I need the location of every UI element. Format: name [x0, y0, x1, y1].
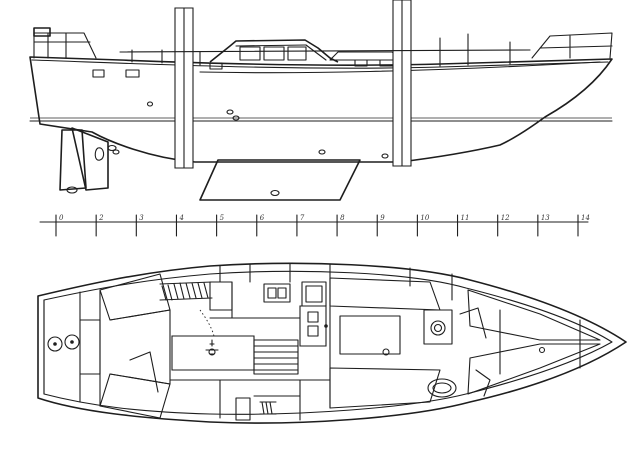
stern-pulpit [34, 33, 96, 58]
hull-port-1 [93, 70, 104, 77]
deck-hatch-3 [210, 63, 222, 69]
deck-outline [38, 263, 626, 423]
table-leg [383, 349, 389, 355]
galley-sink [264, 284, 290, 302]
scale-tick-label: 3 [139, 214, 144, 222]
window-3 [288, 47, 306, 60]
v-berth-starboard [468, 344, 600, 394]
hull-outline [30, 57, 612, 162]
scale-tick-label: 13 [541, 214, 550, 222]
toilet [431, 321, 445, 335]
toe-rail [200, 62, 600, 73]
hull-fitting-5 [382, 154, 388, 158]
scale-tick-label: 12 [501, 214, 510, 222]
deck-inner [44, 271, 612, 414]
accommodation-plan [38, 263, 626, 423]
saloon-table [340, 316, 400, 354]
wash-basin [428, 379, 456, 397]
aft-cabin-door [130, 352, 158, 392]
keel [200, 160, 360, 200]
scale-tick-label: 0 [59, 214, 64, 222]
winch-starboard [65, 335, 79, 349]
rudder [60, 130, 86, 190]
locker [236, 398, 250, 420]
propeller [95, 148, 103, 160]
through-hull [113, 150, 119, 154]
deck-hatch-1 [355, 60, 367, 66]
fwd-head-door [476, 370, 490, 396]
cabin-top [236, 45, 306, 46]
v-berth-port [468, 290, 600, 340]
exhaust-port [108, 146, 116, 151]
aft-berth-port [100, 274, 170, 320]
ladder-steps [254, 346, 298, 370]
winch-port [48, 337, 62, 351]
forward-deckhouse [330, 52, 402, 60]
engine-symbol [206, 340, 218, 354]
scale-tick-label: 10 [420, 214, 429, 222]
hull-port-2 [126, 70, 139, 77]
engine-box [172, 336, 254, 370]
scale-tick-label: 2 [98, 214, 104, 222]
mizzen-mast-step [540, 348, 545, 353]
scale-tick-label: 8 [340, 214, 345, 222]
galley-counter [210, 282, 232, 310]
scale-tick-label: 11 [461, 214, 470, 222]
hull-fitting-1 [148, 102, 153, 106]
window-2 [264, 47, 284, 60]
scale-tick-label: 4 [178, 214, 183, 222]
cabin-trunk [210, 40, 338, 62]
profile-view [30, 0, 612, 200]
keel-bolt [271, 191, 279, 196]
windshield [306, 45, 326, 60]
scale-tick-label: 9 [380, 214, 385, 222]
companionway-ladder [254, 340, 298, 374]
hull-fitting-3 [233, 116, 239, 120]
joinery-partitions [100, 263, 580, 420]
stanchions [120, 34, 530, 66]
rudder-foot [67, 187, 77, 193]
companionway-swing [200, 310, 214, 336]
hull-fitting-4 [319, 150, 325, 154]
skeg [72, 128, 108, 190]
scale-tick-label: 14 [581, 214, 590, 222]
grab-rail [260, 402, 276, 414]
settee-port [330, 278, 440, 310]
head-compartment [424, 310, 452, 344]
fwd-cabin-door [460, 308, 486, 338]
galley-counter-slats [160, 282, 212, 300]
scale-tick-label: 7 [300, 214, 305, 222]
scale-bar: 0 2 3 4 5 6 7 8 9 10 11 12 13 14 [40, 214, 590, 236]
aft-cabin-sole [110, 310, 170, 384]
scale-tick-label: 6 [260, 214, 265, 222]
window-1 [240, 47, 260, 60]
bow-pulpit [532, 33, 612, 58]
scale-tick-label: 5 [220, 214, 225, 222]
stern-pulpit-rail [34, 28, 50, 36]
settee-starboard [330, 368, 440, 408]
hull-fitting-2 [227, 110, 233, 114]
